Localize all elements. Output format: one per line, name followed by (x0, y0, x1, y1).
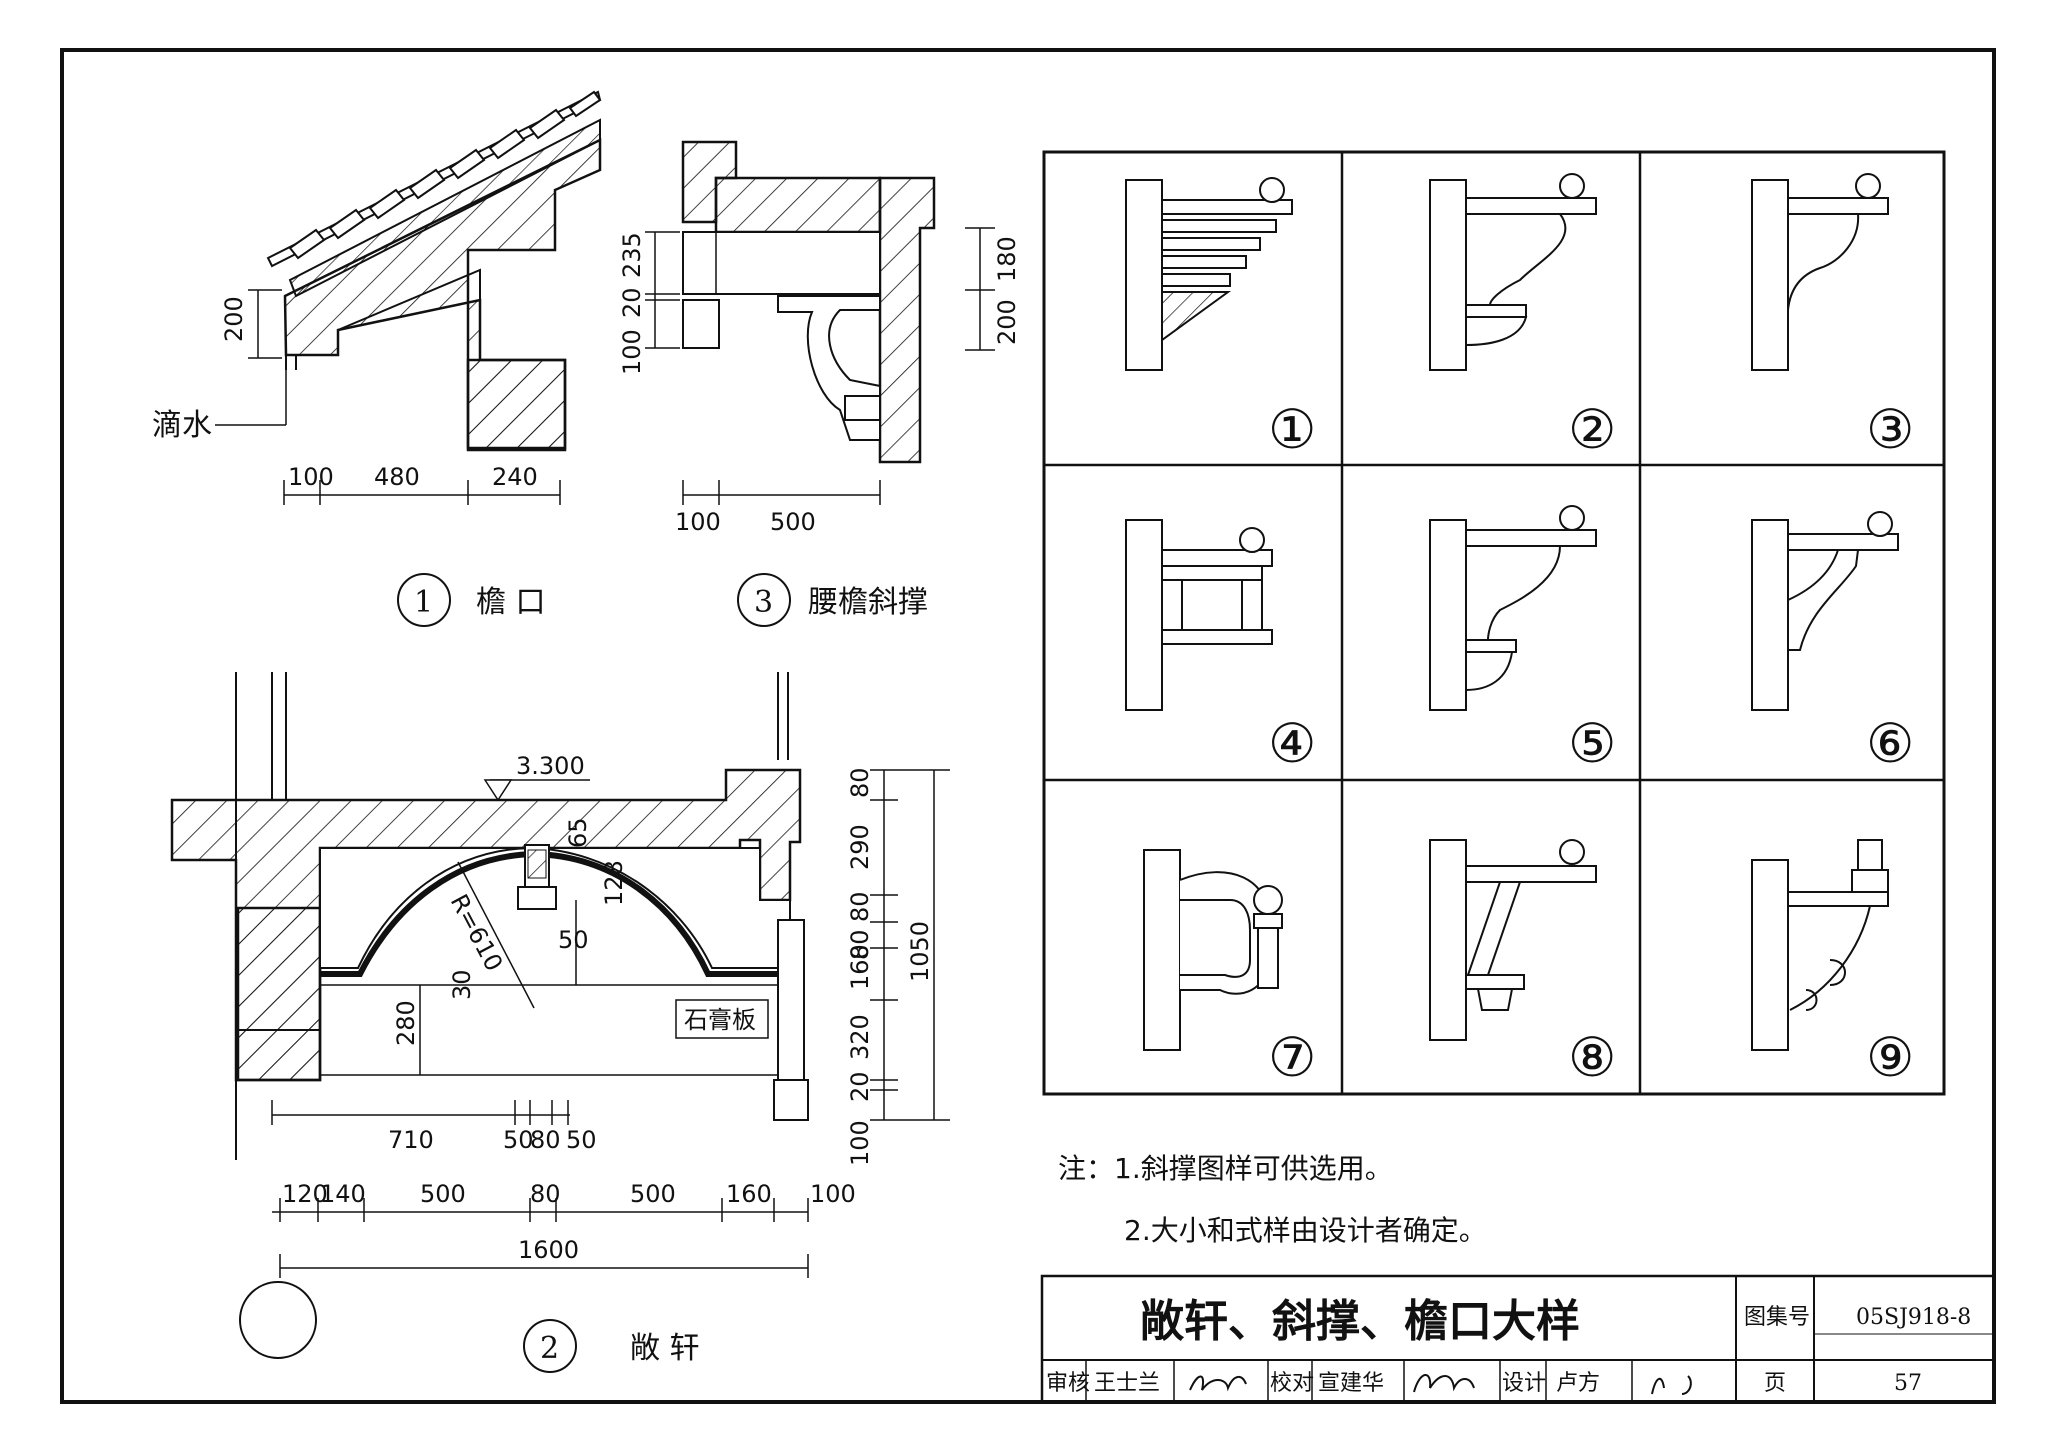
b2-140: 140 (320, 1180, 366, 1208)
b2-120: 120 (282, 1180, 328, 1208)
designer-name: 卢方 (1556, 1371, 1600, 1396)
bracket-label-8: ⑧ (1568, 1026, 1616, 1089)
detail1-dim-200: 200 (220, 296, 248, 342)
bracket-9 (1751, 839, 1889, 1051)
sheet-border (60, 48, 1996, 1404)
review-label: 审核 (1046, 1371, 1090, 1396)
bdim-50a: 50 (503, 1126, 534, 1154)
detail-1-eaves: 200 滴水 100 480 240 1 檐 口 (152, 90, 602, 627)
bracket-label-1: ① (1268, 398, 1316, 461)
dim-128: 128 (600, 860, 628, 906)
detail3-dim-200: 200 (993, 299, 1021, 345)
bracket-6 (1751, 511, 1899, 711)
detail1-dim-480: 480 (374, 463, 420, 491)
atlas-number: 05SJ918-8 (1856, 1305, 1971, 1330)
rdim-80c: 80 (846, 929, 874, 960)
bracket-grid: ① ② ③ ④ ⑤ ⑥ ⑦ ⑧ ⑨ (1042, 150, 1946, 1096)
b2-100: 100 (810, 1180, 856, 1208)
rdim-320: 320 (846, 1014, 874, 1060)
bdim-710: 710 (388, 1126, 434, 1154)
rdim-80b: 80 (846, 891, 874, 922)
bracket-label-3: ③ (1866, 398, 1914, 461)
detail2-number: 2 (540, 1331, 559, 1366)
bracket-7 (1143, 849, 1283, 1051)
drip-label: 滴水 (152, 408, 212, 443)
detail1-title: 檐 口 (476, 585, 546, 620)
detail1-dim-100: 100 (288, 463, 334, 491)
radius-label: R=610 (445, 890, 508, 976)
bdim-50b: 50 (566, 1126, 597, 1154)
b2-500a: 500 (420, 1180, 466, 1208)
detail3-number: 3 (754, 585, 773, 620)
rdim-1050: 1050 (906, 921, 934, 982)
checker-name: 宣建华 (1318, 1371, 1384, 1396)
checker-signature (1413, 1374, 1475, 1393)
elevation-label: 3.300 (516, 752, 585, 780)
gypsum-label: 石膏板 (684, 1006, 756, 1034)
rdim-290: 290 (846, 824, 874, 870)
page-number: 57 (1894, 1371, 1922, 1396)
detail3-dim-500: 500 (770, 508, 816, 536)
detail1-dim-240: 240 (492, 463, 538, 491)
bracket-3 (1751, 173, 1889, 371)
dim-50: 50 (558, 926, 589, 954)
detail3-dim-100: 100 (618, 329, 646, 375)
designer-signature (1651, 1375, 1692, 1395)
check-label: 校对 (1270, 1371, 1314, 1396)
detail-3-brace: 235 20 100 180 200 100 500 3 腰檐斜撑 (618, 140, 1021, 627)
rdim-20: 20 (846, 1071, 874, 1102)
detail3-dim-20: 20 (618, 287, 646, 318)
dim-65: 65 (564, 817, 592, 848)
bracket-label-6: ⑥ (1866, 712, 1914, 775)
bracket-label-5: ⑤ (1568, 712, 1616, 775)
reviewer-name: 王士兰 (1094, 1371, 1160, 1396)
notes: 注： 1.斜撑图样可供选用。 2.大小和式样由设计者确定。 (1058, 1152, 1487, 1247)
bracket-labels: ① ② ③ ④ ⑤ ⑥ ⑦ ⑧ ⑨ (1268, 398, 1914, 1089)
atlas-label: 图集号 (1744, 1305, 1810, 1330)
title-block: 敞轩、斜撑、檐口大样 图集号 05SJ918-8 审核 王士兰 校对 宣建华 设… (1040, 1274, 1996, 1404)
rdim-80a: 80 (846, 767, 874, 798)
detail-2-pavilion: 3.300 R=610 65 128 50 30 280 石膏板 80 290 … (170, 672, 950, 1373)
rdim-160: 160 (846, 944, 874, 990)
bracket-5 (1429, 505, 1597, 711)
rdim-100: 100 (846, 1120, 874, 1166)
design-label: 设计 (1502, 1371, 1546, 1396)
total-1600: 1600 (518, 1236, 579, 1264)
bracket-2 (1429, 173, 1597, 371)
detail3-dim-100b: 100 (675, 508, 721, 536)
reviewer-signature (1189, 1375, 1247, 1392)
page-label: 页 (1764, 1371, 1786, 1396)
bracket-label-2: ② (1568, 398, 1616, 461)
bracket-label-9: ⑨ (1866, 1026, 1914, 1089)
detail3-title: 腰檐斜撑 (808, 585, 928, 620)
detail1-number: 1 (414, 585, 433, 620)
detail3-dim-180: 180 (993, 236, 1021, 282)
bracket-label-4: ④ (1268, 712, 1316, 775)
bracket-4 (1125, 519, 1273, 711)
bracket-8 (1429, 839, 1597, 1041)
dim-30: 30 (448, 969, 476, 1000)
dim-280: 280 (392, 1000, 420, 1046)
bdim-80: 80 (530, 1126, 561, 1154)
detail2-title: 敞 轩 (630, 1331, 700, 1366)
bracket-label-7: ⑦ (1268, 1026, 1316, 1089)
notes-prefix: 注： (1058, 1152, 1114, 1185)
b2-80: 80 (530, 1180, 561, 1208)
b2-500b: 500 (630, 1180, 676, 1208)
notes-line-1: 1.斜撑图样可供选用。 (1114, 1152, 1393, 1185)
detail3-dim-235: 235 (618, 232, 646, 278)
bracket-1 (1125, 177, 1293, 371)
notes-line-2: 2.大小和式样由设计者确定。 (1124, 1214, 1487, 1247)
b2-160: 160 (726, 1180, 772, 1208)
sheet-title: 敞轩、斜撑、檐口大样 (1140, 1296, 1580, 1347)
